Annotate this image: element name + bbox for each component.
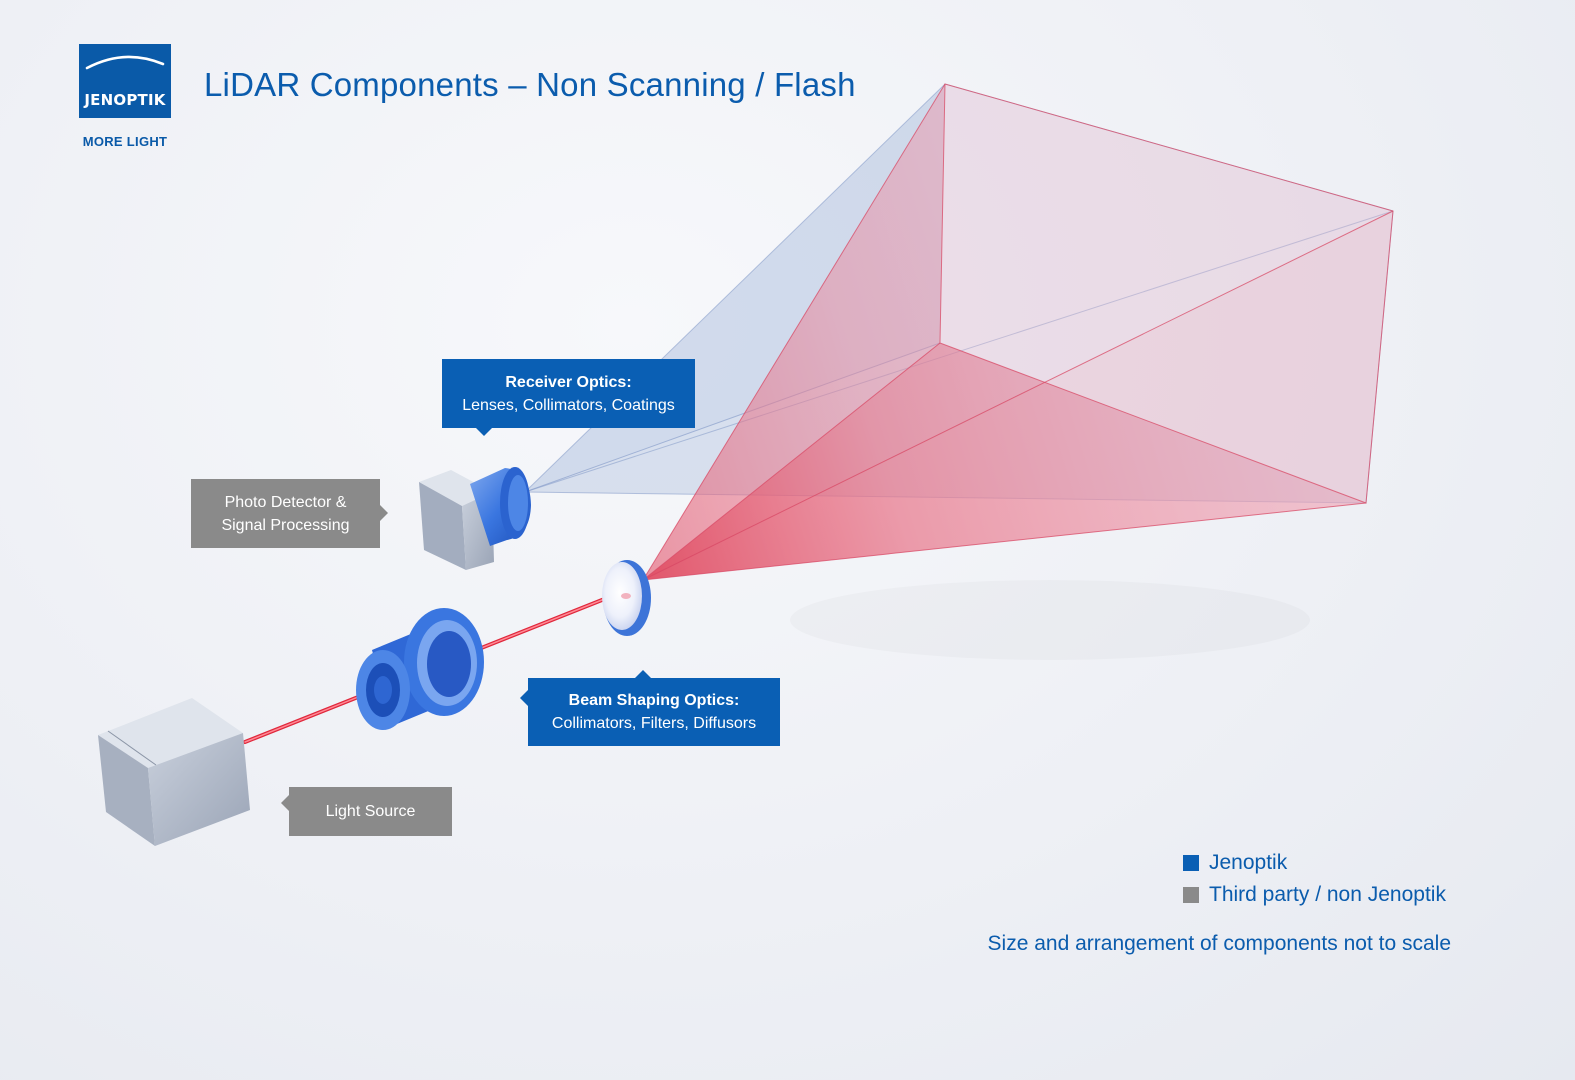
logo-tagline: MORE LIGHT	[82, 134, 168, 149]
legend: Jenoptik Third party / non Jenoptik	[1183, 847, 1446, 911]
receiver-lens	[470, 467, 531, 546]
light-source-label: Light Source	[325, 803, 416, 820]
light-source-cube	[98, 698, 250, 846]
light-source-callout: Light Source	[281, 787, 452, 836]
beam-shaping-heading: Beam Shaping Optics:	[568, 692, 740, 709]
jenoptik-logo: JENOPTIK	[79, 44, 171, 118]
legend-item-jenoptik: Jenoptik	[1183, 847, 1446, 879]
legend-item-third-party: Third party / non Jenoptik	[1183, 879, 1446, 911]
receiver-optics-heading: Receiver Optics:	[505, 373, 632, 391]
diffuser-disk	[602, 560, 651, 636]
photo-detector-line2: Signal Processing	[221, 516, 350, 534]
callout-pointer	[520, 690, 528, 706]
scale-note: Size and arrangement of components not t…	[987, 932, 1451, 955]
beam-shaping-optics-callout: Beam Shaping Optics: Collimators, Filter…	[520, 670, 780, 746]
logo-arc-icon	[85, 55, 165, 70]
legend-label: Third party / non Jenoptik	[1209, 883, 1446, 906]
receiver-optics-body: Lenses, Collimators, Coatings	[462, 396, 675, 414]
page-title: LiDAR Components – Non Scanning / Flash	[204, 66, 856, 103]
legend-label: Jenoptik	[1209, 851, 1288, 874]
legend-swatch	[1183, 855, 1199, 871]
photo-detector-line1: Photo Detector &	[224, 493, 347, 511]
photo-detector-block	[419, 470, 494, 570]
beam-shaping-body: Collimators, Filters, Diffusors	[551, 715, 757, 732]
receiver-optics-callout: Receiver Optics: Lenses, Collimators, Co…	[442, 359, 695, 436]
emitted-light-cone	[642, 83, 1394, 581]
collimator-tube	[356, 608, 484, 730]
logo-wordmark: JENOPTIK	[84, 91, 166, 109]
photo-detector-callout: Photo Detector & Signal Processing	[191, 479, 388, 548]
legend-swatch	[1183, 887, 1199, 903]
